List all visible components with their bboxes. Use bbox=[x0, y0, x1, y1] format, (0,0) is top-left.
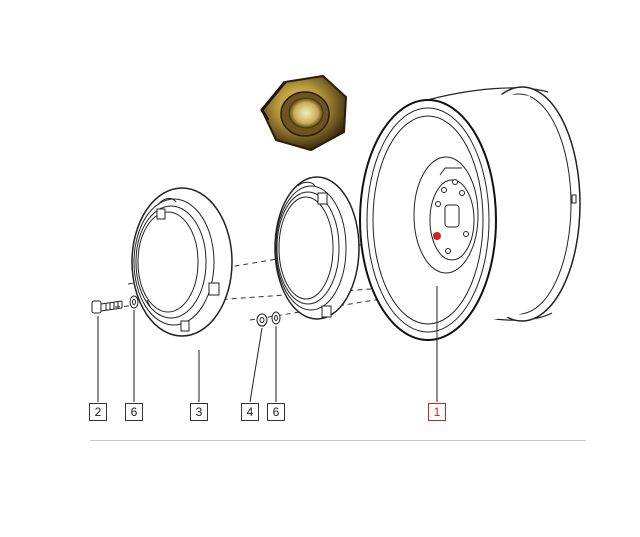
callout-2[interactable]: 2 bbox=[89, 403, 107, 421]
callout-6-washer-right[interactable]: 6 bbox=[267, 403, 285, 421]
callout-1-selected[interactable]: 1 bbox=[428, 403, 446, 421]
callout-6-washer-left[interactable]: 6 bbox=[125, 403, 143, 421]
selected-hole-marker bbox=[433, 232, 441, 240]
bottom-divider bbox=[90, 440, 586, 441]
clamp-ring[interactable] bbox=[274, 176, 360, 320]
nut[interactable] bbox=[256, 313, 268, 327]
leader-lines bbox=[97, 286, 438, 403]
wheel-rim[interactable] bbox=[359, 86, 581, 341]
spacer-ring[interactable] bbox=[131, 187, 233, 337]
washer-left[interactable] bbox=[129, 295, 139, 309]
callout-3[interactable]: 3 bbox=[190, 403, 208, 421]
callout-4[interactable]: 4 bbox=[241, 403, 259, 421]
bolt[interactable] bbox=[91, 300, 123, 314]
hex-nut-photo-icon[interactable] bbox=[260, 74, 348, 152]
washer-right[interactable] bbox=[271, 311, 281, 325]
